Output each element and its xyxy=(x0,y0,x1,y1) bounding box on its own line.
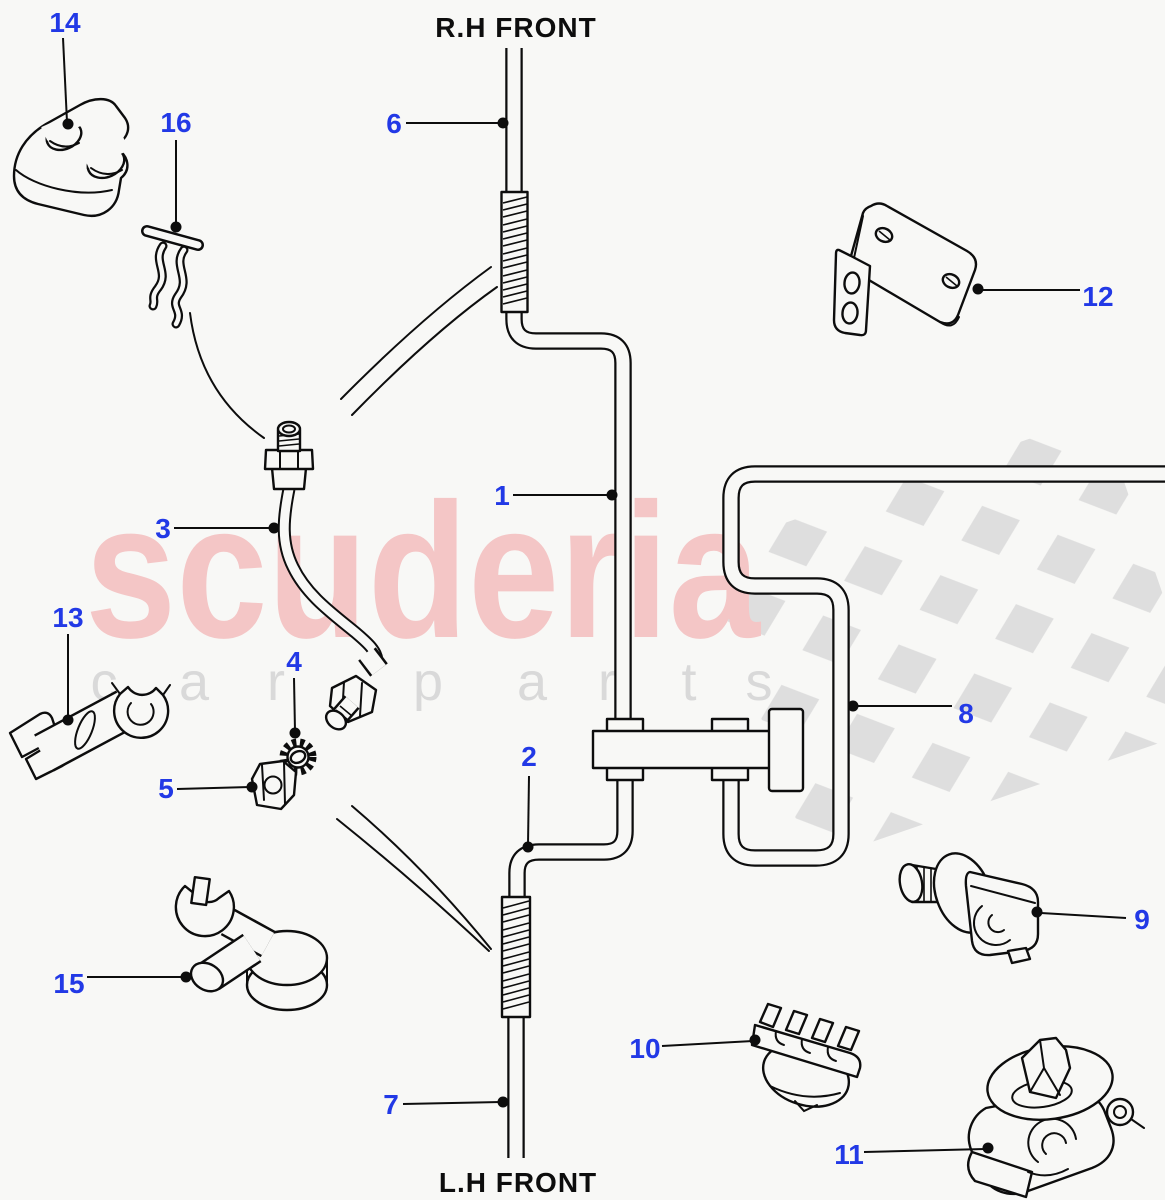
fork-clip-c-ring xyxy=(112,685,170,740)
hose-collar xyxy=(270,466,308,491)
mounting-plate xyxy=(767,707,805,793)
part-4-star-washer xyxy=(279,738,317,776)
watermark-letter: p xyxy=(413,652,443,712)
part-11-push-pin-clip xyxy=(967,1036,1145,1199)
part-12-bracket xyxy=(832,202,978,337)
callout-10: 10 xyxy=(629,1033,660,1064)
terminal-clamp-ring xyxy=(174,884,236,938)
part-13-fork-clip xyxy=(8,682,171,781)
callout-11: 11 xyxy=(834,1139,864,1170)
callout-12: 12 xyxy=(1082,281,1113,312)
callout-numbers: 1 2 3 4 5 6 7 8 9 10 11 12 13 14 15 16 xyxy=(49,7,1149,1170)
part-3-flexible-hose xyxy=(263,420,388,731)
part-14-saddle-clamp xyxy=(12,97,130,218)
callout-15: 15 xyxy=(53,968,84,999)
callout-3: 3 xyxy=(155,513,171,544)
union-connector-block xyxy=(591,707,805,793)
callout-9: 9 xyxy=(1134,904,1150,935)
watermark-letter: s xyxy=(746,652,773,712)
callout-8: 8 xyxy=(958,698,974,729)
callout-7: 7 xyxy=(383,1089,399,1120)
label-lh-front: L.H FRONT xyxy=(439,1167,597,1198)
hose-top-hex xyxy=(263,448,315,471)
leader-lines xyxy=(62,37,1127,1154)
watermark-letter: a xyxy=(517,652,548,712)
part-9-pipe-clip xyxy=(898,852,1040,965)
pipe-lh-front xyxy=(500,779,634,1160)
part-10-triple-pipe-clip xyxy=(750,1002,862,1113)
callout-6: 6 xyxy=(386,108,402,139)
label-rh-front: R.H FRONT xyxy=(435,12,596,43)
callout-5: 5 xyxy=(158,773,174,804)
watermark-letter: r xyxy=(598,652,616,712)
callout-4: 4 xyxy=(286,646,302,677)
direction-labels: R.H FRONT L.H FRONT xyxy=(435,12,597,1198)
callout-1: 1 xyxy=(494,480,510,511)
watermark-letters: c a r p a r t s xyxy=(91,652,773,712)
callout-16: 16 xyxy=(160,107,191,138)
part-5-nut xyxy=(250,759,298,811)
pipe-spring-guard-lower xyxy=(500,895,532,1019)
callout-13: 13 xyxy=(52,602,83,633)
pipe-loop-8 xyxy=(722,465,1165,867)
hose-position-curves xyxy=(189,266,498,952)
pipe-rh-front xyxy=(500,46,632,722)
watermark-letter: r xyxy=(267,652,285,712)
part-16-spring-clip xyxy=(141,225,204,329)
part-15-terminal-clamp xyxy=(174,875,329,1012)
watermark-letter: a xyxy=(179,652,210,712)
callout-2: 2 xyxy=(521,741,537,772)
callout-14: 14 xyxy=(49,7,81,38)
watermark: scuderia c a r p a r t s xyxy=(85,414,1165,863)
watermark-letter: t xyxy=(681,652,696,712)
checkered-flag-icon xyxy=(703,414,1165,863)
watermark-brand: scuderia xyxy=(85,463,761,678)
